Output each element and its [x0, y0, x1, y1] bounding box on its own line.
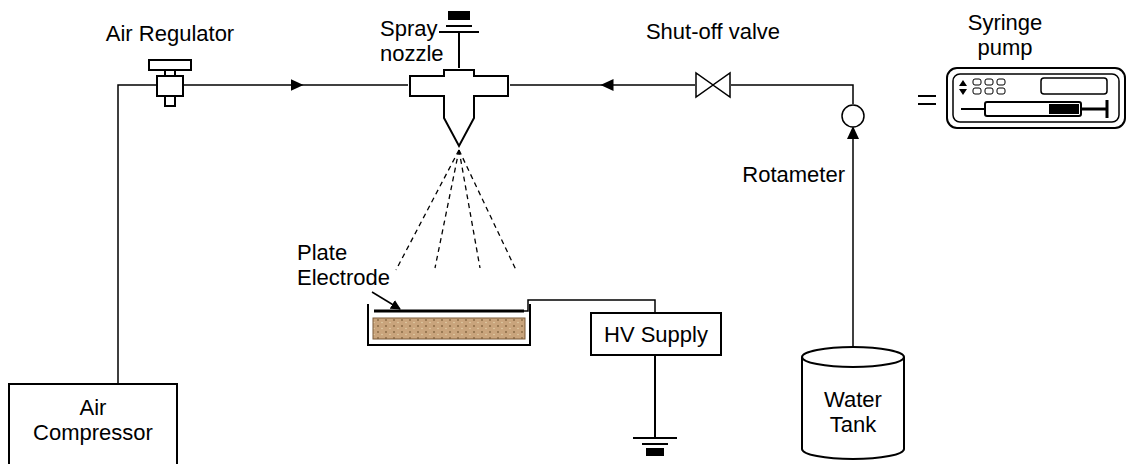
pipe-line — [510, 84, 695, 86]
part-label: Shut-off valve — [646, 19, 780, 44]
part-label: Spray nozzle — [380, 16, 452, 66]
tank-label: Water Tank — [805, 387, 901, 437]
ground-symbol — [439, 12, 479, 68]
pipe-line — [731, 85, 853, 104]
hv-supply: HV Supply — [590, 312, 722, 356]
part-label: Plate Electrode — [297, 240, 409, 290]
spray-cone — [396, 150, 516, 270]
water-tank: Water Tank — [800, 345, 906, 462]
spray-nozzle: Spray nozzle — [408, 68, 510, 150]
spray-nozzle-symbol — [408, 68, 510, 150]
shut-off-valve: Shut-off valve — [695, 72, 731, 98]
box-label: Air Compressor — [23, 395, 163, 464]
plate-electrode — [374, 310, 524, 313]
shut-off-valve-symbol — [695, 72, 731, 98]
air-compressor: Air Compressor — [8, 383, 178, 464]
ground-symbol — [633, 356, 677, 455]
air-regulator: Air Regulator — [145, 58, 195, 112]
syringe-pump-symbol — [945, 66, 1127, 130]
rotameter: Rotameter — [841, 104, 865, 128]
box-label: HV Supply — [604, 322, 708, 354]
part-label: Syringe pump — [949, 10, 1061, 60]
rotameter-symbol — [841, 104, 865, 128]
part-label: Air Regulator — [106, 21, 234, 46]
pipe-line — [852, 128, 854, 355]
leader-line — [372, 292, 400, 309]
hv-wire — [524, 300, 655, 312]
air-regulator-symbol — [145, 58, 195, 112]
syringe-pump: Syringe pump — [945, 66, 1127, 130]
part-label: Rotameter — [742, 162, 845, 187]
pipe-line — [118, 85, 145, 383]
pipe-line — [195, 84, 408, 86]
sample-tray — [368, 304, 530, 345]
coupling-mark — [918, 96, 936, 104]
